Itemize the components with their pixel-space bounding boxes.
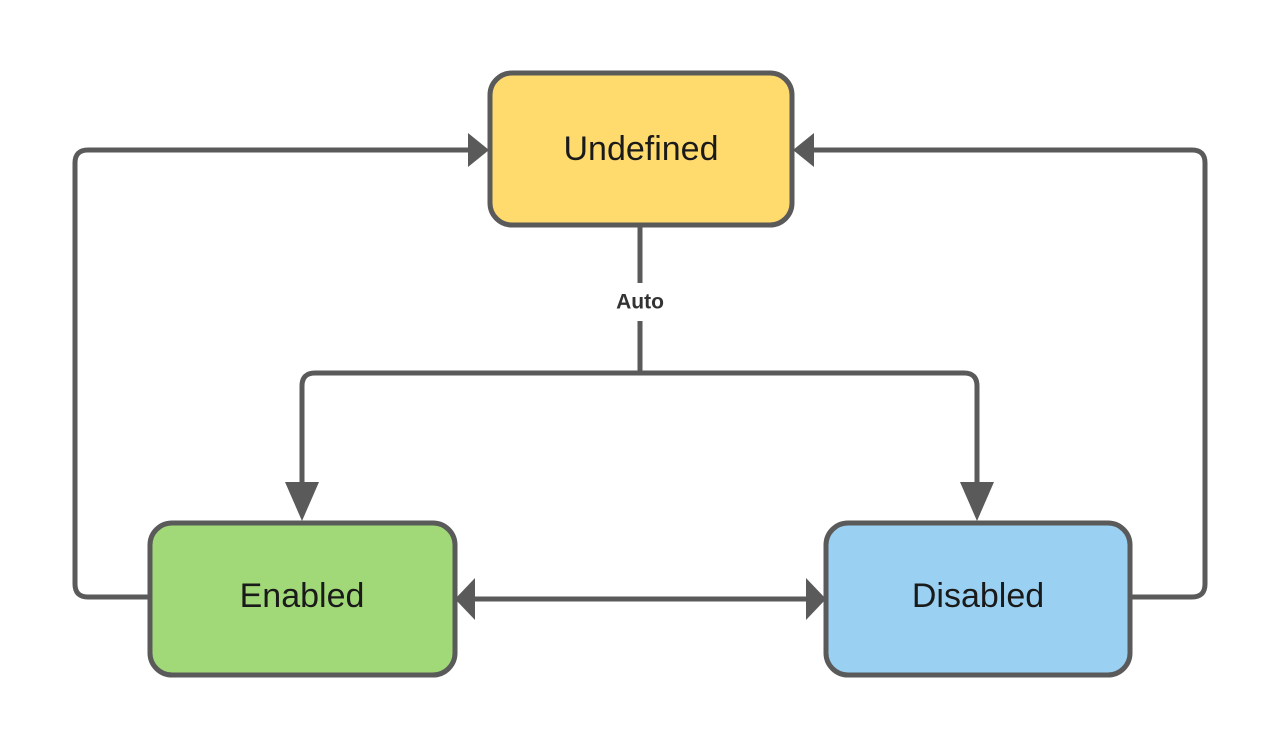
edge-disabled-to-undefined[interactable] [793,133,1208,600]
node-undefined-label: Undefined [563,130,718,168]
edge-enabled-disabled-bidirectional[interactable] [455,578,826,620]
edge-auto-branch-right-path [640,370,980,482]
edge-disabled-to-undefined-arrowhead [793,133,814,167]
node-undefined[interactable]: Undefined [487,70,795,228]
edge-enabled-to-undefined-arrowhead [468,133,489,167]
edge-enabled-disabled-arrowhead-left [455,578,475,620]
edge-enabled-to-undefined-path [72,147,468,600]
edge-enabled-to-undefined[interactable] [72,133,489,600]
edge-auto-label: Auto [616,291,664,314]
node-enabled-label: Enabled [240,577,365,615]
edge-auto-branch-left-arrowhead [285,482,319,521]
edge-auto-label-mask [596,283,684,321]
edge-enabled-disabled-arrowhead-right [806,578,826,620]
node-enabled-box [147,520,458,678]
node-undefined-box [487,70,795,228]
node-disabled-label: Disabled [912,577,1044,615]
node-disabled[interactable]: Disabled [823,520,1133,678]
node-enabled[interactable]: Enabled [147,520,458,678]
edge-undefined-auto-split[interactable]: Auto [285,225,994,521]
node-disabled-box [823,520,1133,678]
edge-disabled-to-undefined-path [814,147,1208,600]
edge-auto-branch-left-path [299,370,640,482]
edge-auto-branch-right-arrowhead [960,482,994,521]
